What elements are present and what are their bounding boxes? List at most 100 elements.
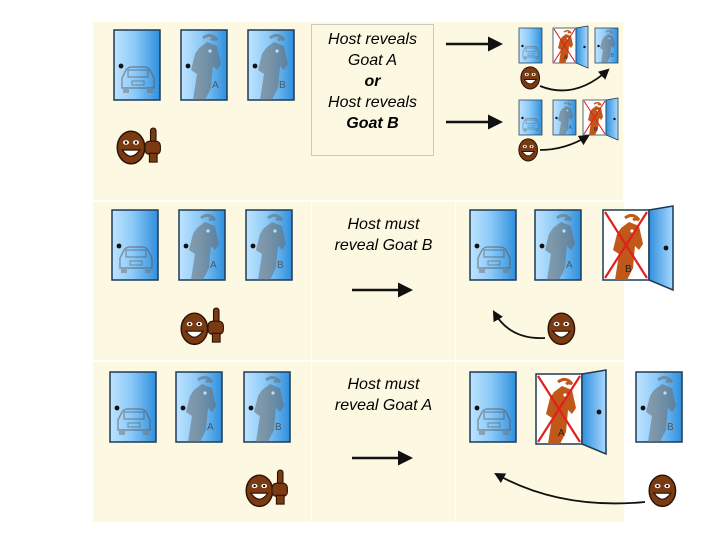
caption-line: Host must <box>347 376 420 393</box>
hand-palm <box>271 482 288 497</box>
goat-eye <box>630 229 634 233</box>
contestant-face-icon <box>180 312 209 346</box>
car-window <box>483 249 505 258</box>
goat-body <box>254 384 284 442</box>
door-panel <box>518 99 543 136</box>
car-icon <box>477 246 511 273</box>
goat-body <box>258 42 288 100</box>
hand-wrist <box>148 152 158 163</box>
car-body <box>117 408 151 431</box>
car-wheel <box>145 268 151 273</box>
goat-horn <box>556 213 573 222</box>
hand-wrist <box>211 332 221 343</box>
door-knob <box>640 405 646 411</box>
door-label: B <box>279 80 286 91</box>
door-label: A <box>212 80 219 91</box>
door-icon: A <box>534 209 582 281</box>
door-knob <box>474 243 480 249</box>
car-wheel <box>535 129 539 132</box>
face-smile <box>551 330 571 338</box>
contestant-face-icon <box>648 474 677 508</box>
goat-horn <box>197 375 214 384</box>
door-knob <box>613 117 616 121</box>
caption-line: Goat B <box>346 115 399 132</box>
door-label: A <box>207 422 214 433</box>
goat-icon <box>600 29 615 63</box>
door-swung <box>575 25 589 69</box>
door-label: B <box>275 422 282 433</box>
door-icon: A <box>180 29 228 101</box>
car-plate <box>131 80 145 86</box>
door-icon: A <box>178 209 226 281</box>
face-pupil <box>263 484 266 488</box>
goat-body <box>189 222 219 280</box>
goat-body <box>558 106 573 135</box>
face-smile <box>184 330 204 338</box>
goat-eye <box>566 109 569 112</box>
goat-eye <box>203 391 207 395</box>
row1-caption: Host reveals Goat A or Host reveals Goat… <box>311 24 434 156</box>
goat-horn <box>200 213 217 222</box>
goat-eye <box>275 49 279 53</box>
door-knob <box>583 45 586 49</box>
door-knob <box>183 243 189 249</box>
door-knob <box>521 44 524 48</box>
car-wheel <box>503 430 509 435</box>
pointing-hand-icon <box>207 307 224 343</box>
car-window <box>127 69 149 78</box>
car-body <box>477 246 511 269</box>
door-icon <box>113 29 161 101</box>
red-cross-icon <box>583 100 606 135</box>
face-pupil <box>124 141 128 144</box>
red-cross-icon <box>553 28 576 63</box>
door-icon: B <box>247 29 295 101</box>
goat-icon <box>191 33 221 100</box>
door-knob <box>663 245 669 251</box>
face-pupil <box>525 73 528 76</box>
door-panel <box>518 27 543 64</box>
face-smile <box>121 149 141 157</box>
door-label: A <box>566 260 573 271</box>
car-window <box>123 411 145 420</box>
contestant-face-icon <box>116 130 146 165</box>
open-door: A <box>552 25 589 69</box>
goat-horn <box>563 101 572 106</box>
face-pupil <box>253 484 256 488</box>
car-icon <box>121 66 155 93</box>
face-pupil <box>188 322 191 326</box>
door-label: A <box>569 125 573 131</box>
car-wheel <box>503 268 509 273</box>
car-wheel <box>121 268 127 273</box>
door-icon <box>518 27 543 64</box>
goat-horn <box>563 29 572 34</box>
caption-line: reveal Goat B <box>334 237 433 254</box>
goat-body <box>191 42 221 100</box>
door-knob <box>116 243 122 249</box>
goat-eye <box>273 229 277 233</box>
pointing-hand-icon <box>271 469 288 505</box>
goat-eye <box>271 391 275 395</box>
car-wheel <box>143 430 149 435</box>
hand-palm <box>207 320 224 335</box>
door-icon <box>469 209 517 281</box>
face-smile <box>523 79 537 85</box>
caption-line: Goat A <box>347 52 398 69</box>
car-wheel <box>523 57 527 60</box>
door-knob <box>180 405 186 411</box>
car-wheel <box>147 88 153 93</box>
goat-body <box>600 34 615 63</box>
door-swung <box>605 97 619 141</box>
car-wheel <box>479 430 485 435</box>
door-label: A <box>210 260 217 271</box>
face-pupil <box>565 322 568 326</box>
face-pupil <box>198 322 201 326</box>
car-icon <box>522 118 540 132</box>
pointing-hand-icon <box>144 127 161 163</box>
face-pupil <box>532 73 535 76</box>
door-knob <box>555 116 558 120</box>
goat-body <box>545 222 575 280</box>
car-plate <box>527 53 535 56</box>
goat-horn <box>269 33 286 42</box>
caption-line: Host must <box>347 216 420 233</box>
